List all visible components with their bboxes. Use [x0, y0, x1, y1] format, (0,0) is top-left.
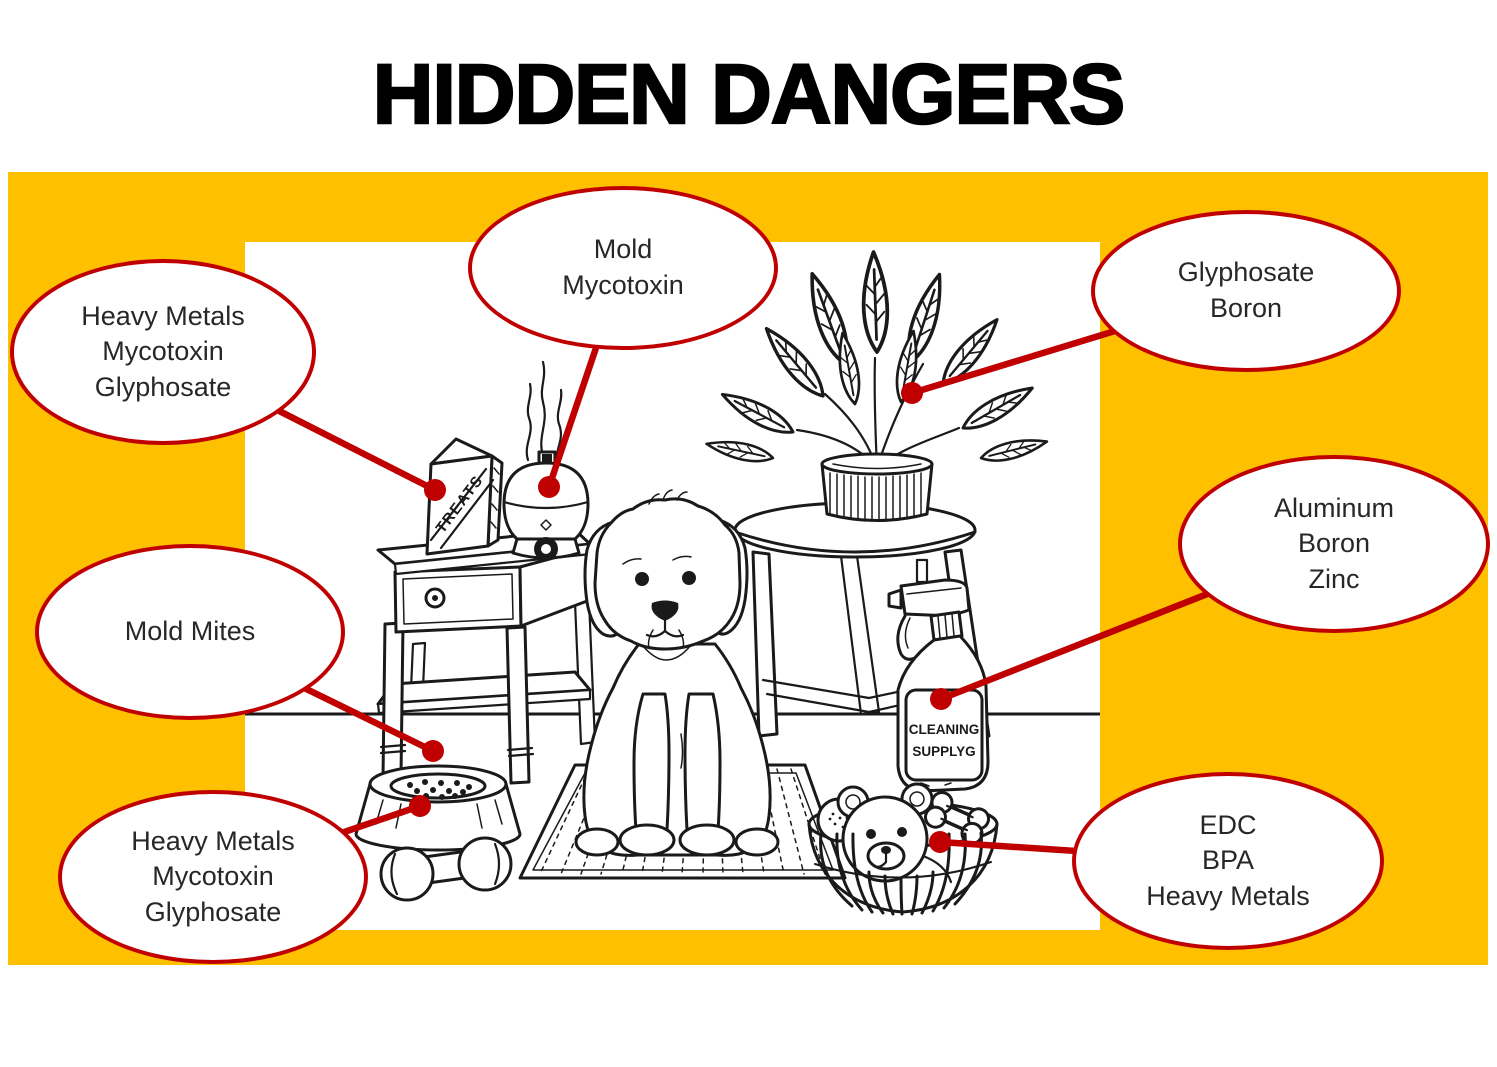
callout-plant: Glyphosate Boron	[1091, 210, 1401, 372]
spray-bottle-label-line2: SUPPLYG	[912, 744, 975, 759]
spray-bottle: CLEANING SUPPLYG	[887, 558, 990, 793]
callout-bowl: Heavy Metals Mycotoxin Glyphosate	[58, 790, 368, 964]
callout-toys: EDC BPA Heavy Metals	[1072, 772, 1384, 950]
puppy	[574, 489, 780, 857]
steam-icon	[525, 360, 563, 464]
callout-diffuser: Mold Mycotoxin	[468, 186, 778, 350]
page-title: HIDDEN DANGERS	[372, 47, 1127, 141]
callout-spray: Aluminum Boron Zinc	[1178, 455, 1490, 633]
food-bowl	[354, 764, 522, 852]
basket-wires	[814, 831, 992, 916]
callout-floor: Mold Mites	[35, 544, 345, 720]
side-table	[376, 528, 597, 785]
potted-plant	[703, 249, 1051, 522]
spray-bottle-label-line1: CLEANING	[909, 722, 980, 737]
toy-basket	[807, 782, 999, 916]
diffuser	[502, 360, 590, 561]
teddy-bear	[836, 782, 953, 884]
callout-treats: Heavy Metals Mycotoxin Glyphosate	[10, 259, 316, 445]
treats-box: TREATS	[425, 437, 504, 556]
